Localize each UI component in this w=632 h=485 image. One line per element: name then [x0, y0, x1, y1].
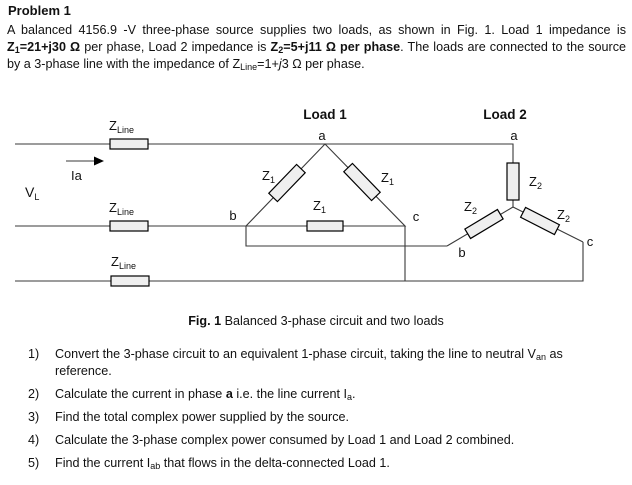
task-number: 3)	[28, 410, 40, 424]
task-item-5: 5) Find the current Iab that flows in th…	[28, 455, 616, 472]
load2-node-c: c	[587, 234, 594, 249]
z2-impedance: Z2=5+j11 Ω per phase	[270, 40, 401, 55]
current-arrow-head	[94, 156, 104, 166]
wire-phase-b	[15, 225, 447, 247]
load2-node-a: a	[510, 128, 518, 143]
resistor-z2-top	[506, 162, 520, 201]
wire-phase-a	[15, 143, 514, 207]
resistor-z1-left	[267, 163, 307, 203]
statement-seg-2: per phase, Load 2 impedance is	[80, 40, 271, 54]
zline-label-2: ZLine	[109, 200, 134, 217]
statement-seg-3: . The loads are connected to the source …	[7, 40, 627, 71]
task-list: 1) Convert the 3-phase circuit to an equ…	[28, 346, 616, 478]
zline-impedance: ZLine=1+j3 Ω per phase.	[232, 57, 365, 72]
problem-statement: A balanced 4156.9 -V three-phase source …	[7, 22, 626, 73]
task-item-3: 3) Find the total complex power supplied…	[28, 409, 616, 426]
resistor-z1-right	[342, 162, 382, 202]
task-item-1: 1) Convert the 3-phase circuit to an equ…	[28, 346, 616, 380]
line-current-label: Ia	[71, 168, 83, 183]
source-voltage-label: VL	[25, 184, 39, 202]
z2-label-left: Z2	[464, 199, 477, 216]
z1-label-left: Z1	[262, 168, 275, 185]
task-number: 2)	[28, 387, 40, 401]
caption-text: Balanced 3-phase circuit and two loads	[221, 314, 444, 328]
z1-label-right: Z1	[381, 170, 394, 187]
task-text: Find the current Iab that flows in the d…	[55, 456, 390, 471]
zline-label-1: ZLine	[109, 118, 134, 135]
resistor-z2-right	[519, 206, 561, 236]
load1-title: Load 1	[303, 107, 347, 122]
task-item-4: 4) Calculate the 3-phase complex power c…	[28, 432, 616, 449]
figure-caption: Fig. 1 Balanced 3-phase circuit and two …	[0, 314, 632, 328]
caption-number: Fig. 1	[188, 314, 222, 328]
statement-seg-1: A balanced 4156.9 -V three-phase source …	[7, 23, 626, 37]
z2-label-right: Z2	[557, 207, 570, 224]
task-number: 4)	[28, 433, 40, 447]
resistor-z2-left	[464, 208, 504, 240]
task-text: Convert the 3-phase circuit to an equiva…	[55, 347, 563, 378]
zline-label-3: ZLine	[111, 254, 136, 271]
task-item-2: 2) Calculate the current in phase a i.e.…	[28, 386, 616, 403]
resistor-zline-1	[109, 138, 149, 150]
load2-node-b: b	[458, 245, 465, 260]
resistor-zline-3	[110, 275, 150, 287]
wire-phase-c	[15, 242, 584, 282]
z2-label-top: Z2	[529, 174, 542, 191]
load1-node-c: c	[413, 209, 420, 224]
circuit-figure: ZLine ZLine ZLine Ia VL Load 1 Load 2 a …	[15, 107, 594, 287]
task-text: Calculate the current in phase a i.e. th…	[55, 387, 356, 402]
task-number: 5)	[28, 456, 40, 470]
load1-node-a: a	[318, 128, 326, 143]
task-text: Calculate the 3-phase complex power cons…	[55, 433, 515, 447]
z1-label-bottom: Z1	[313, 198, 326, 215]
load2-title: Load 2	[483, 107, 527, 122]
z1-impedance: Z1=21+j30 Ω	[7, 40, 81, 55]
task-number: 1)	[28, 347, 40, 361]
task-text: Find the total complex power supplied by…	[55, 410, 350, 424]
load1-node-b: b	[229, 208, 236, 223]
resistor-zline-2	[109, 220, 149, 232]
resistor-z1-bottom	[306, 220, 344, 232]
problem-title: Problem 1	[8, 3, 71, 18]
